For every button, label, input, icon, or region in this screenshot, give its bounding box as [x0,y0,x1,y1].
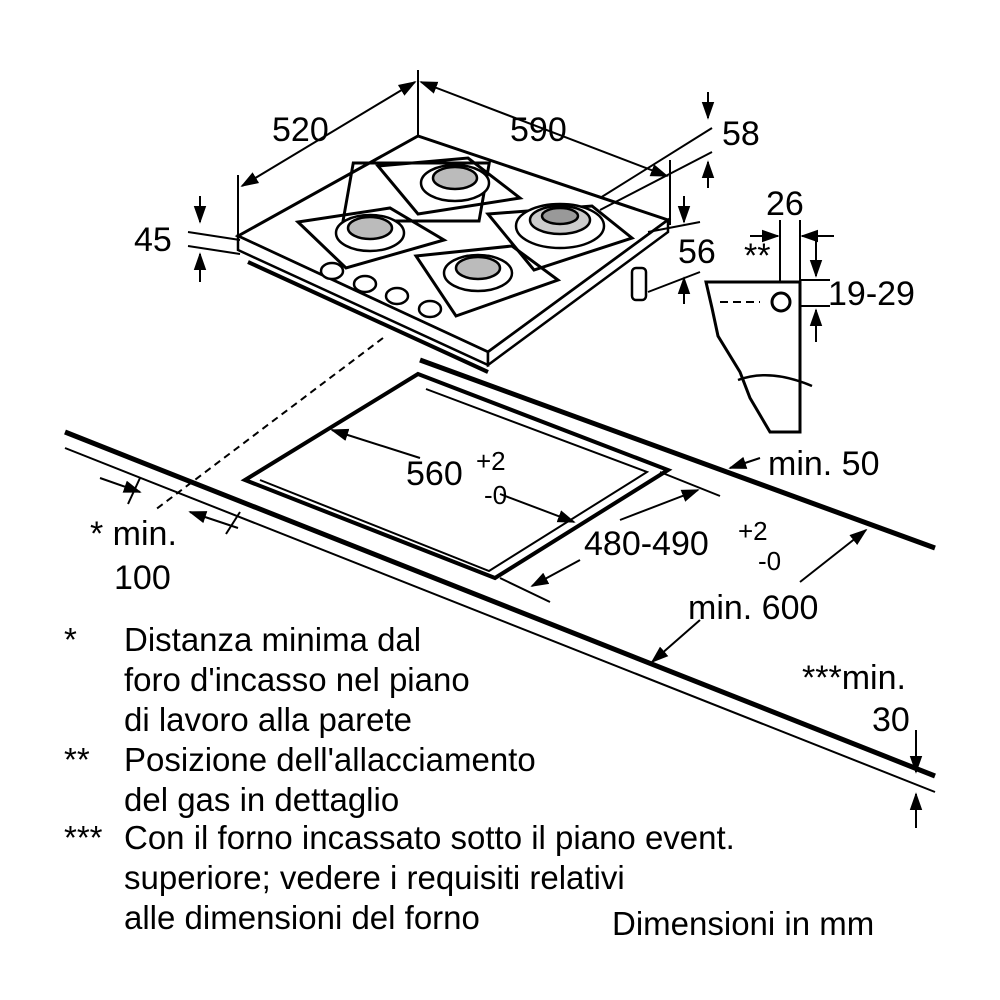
dimension-connector-width-label: 26 [766,185,804,223]
note-2-line-2: del gas in dettaglio [124,781,400,818]
dimension-depth-label: 520 [272,111,329,149]
dimension-height-label: 45 [134,221,172,259]
cutout-depth-tol-minus: -0 [758,546,782,576]
note-3-line-2: superiore; vedere i requisiti relativi [124,859,625,896]
dimension-top-offset-label: 58 [722,115,760,153]
dimension-width-label: 590 [510,111,567,149]
dimension-connector-offset-label: 56 [678,233,716,271]
cutout-depth-tol-plus: +2 [738,516,768,546]
note-1-line-1: Distanza minima dal [124,621,422,658]
worktop [64,357,936,793]
cutout-depth-label: 480-490 [584,525,709,563]
min-rear-label: min. 50 [768,445,880,483]
note-3-line-3: alle dimensioni del forno [124,899,480,936]
gas-connection-detail [704,280,813,434]
note-2-mark: ** [64,741,90,778]
control-knobs [319,261,443,319]
units-note: Dimensioni in mm [612,905,875,942]
note-1-line-3: di lavoro alla parete [124,701,413,738]
min-side-label-line1: * min. [90,515,177,553]
note-2-line-1: Posizione dell'allacciamento [124,741,536,778]
note-3-mark: *** [64,819,103,856]
cutout-width-label: 560 [406,455,463,493]
dimension-connector-height-label: 19-29 [828,275,915,313]
min-worktop-label: min. 600 [688,589,819,627]
min-side-label-line2: 100 [114,559,171,597]
note-1-line-2: foro d'incasso nel piano [124,661,470,698]
min-oven-label-line2: 30 [872,701,910,739]
note-1-mark: * [64,621,77,658]
cutout-width-tol-minus: -0 [484,480,508,510]
note-3-line-1: Con il forno incassato sotto il piano ev… [124,819,735,856]
gas-hob [234,134,672,374]
dimension-lines [99,70,923,828]
gas-connector [630,266,648,302]
min-oven-label-line1: ***min. [802,659,906,697]
cutout-width-tol-plus: +2 [476,446,506,476]
double-star-marker: ** [744,237,771,275]
